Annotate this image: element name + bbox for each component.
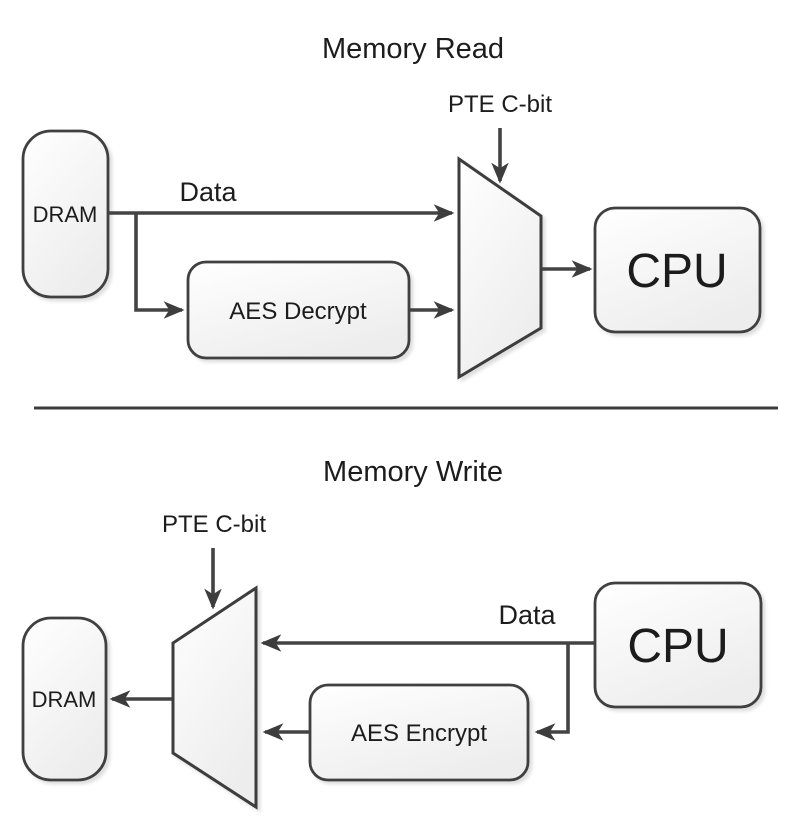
write-dram-box [21, 616, 108, 782]
read-cpu-label: CPU [626, 245, 727, 298]
write-data-label: Data [498, 600, 556, 630]
memory-read-section: Memory Read PTE C-bit DRAM Data AES Decr… [21, 33, 762, 380]
read-branch-wire [134, 213, 185, 319]
read-data-label: Data [179, 177, 237, 207]
write-branch-wire [534, 643, 570, 741]
read-mux [457, 156, 543, 380]
write-cpu-label: CPU [627, 620, 728, 673]
read-dram-label: DRAM [33, 202, 98, 227]
write-aes-encrypt-label: AES Encrypt [351, 720, 487, 747]
read-cpu-box [593, 206, 762, 334]
write-cpu-box [593, 581, 763, 709]
write-dram-label: DRAM [32, 687, 97, 712]
memory-write-title: Memory Write [323, 456, 503, 488]
read-pte-cbit-label: PTE C-bit [448, 91, 552, 118]
write-pte-cbit-label: PTE C-bit [162, 511, 266, 538]
memory-write-section: Memory Write PTE C-bit DRAM Data AES Enc… [21, 456, 763, 810]
memory-read-title: Memory Read [322, 33, 504, 65]
read-aes-decrypt-label: AES Decrypt [229, 298, 367, 325]
write-mux [171, 585, 258, 810]
